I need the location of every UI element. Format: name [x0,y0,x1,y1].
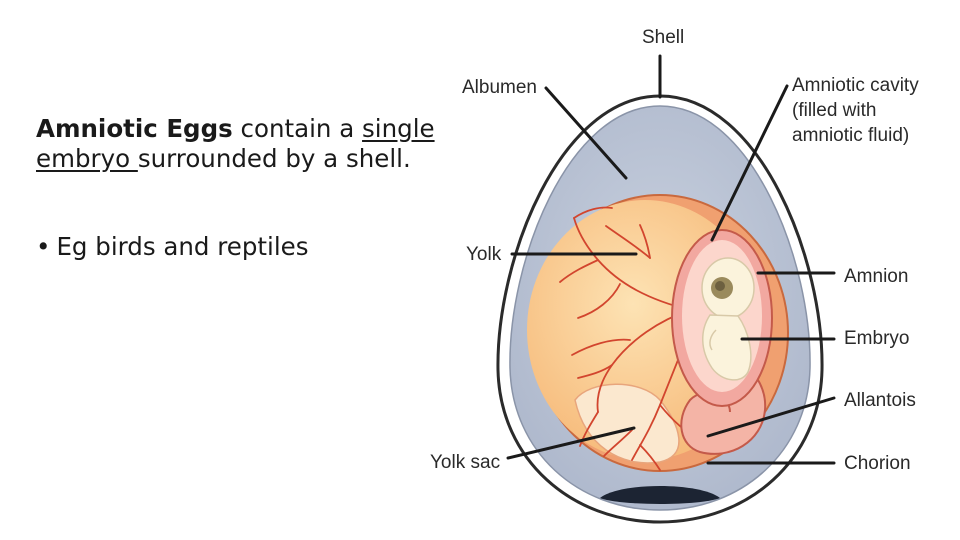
bullet-marker: • [36,232,51,261]
label-yolk: Yolk [466,244,502,265]
underlined-single-embryo: single embryo [36,114,435,173]
slide-text: Amniotic Eggs contain a single embryo su… [36,114,436,261]
intro-text-2: surrounded by a shell. [137,144,411,173]
yolk-sac [574,383,680,464]
label-albumen: Albumen [462,77,537,98]
intro-text-1: contain a [232,114,363,143]
term-amniotic-eggs: Amniotic Eggs [36,114,233,143]
label-amniotic-cavity-3: amniotic fluid) [792,125,909,146]
intro-paragraph: Amniotic Eggs contain a single embryo su… [36,114,436,174]
label-yolk-sac: Yolk sac [430,452,500,473]
leader-lines [506,54,836,465]
label-amniotic-cavity-2: (filled with [792,100,876,121]
label-shell: Shell [642,27,684,48]
label-amniotic-cavity-1: Amniotic cavity [792,75,919,96]
bullet-item: • Eg birds and reptiles [36,232,436,261]
label-allantois: Allantois [844,390,916,411]
label-embryo: Embryo [844,328,909,349]
air-sac [600,486,720,504]
label-chorion: Chorion [844,453,911,474]
label-amnion: Amnion [844,266,908,287]
bullet-text: Eg birds and reptiles [56,232,309,261]
embryo-figure [701,257,755,381]
